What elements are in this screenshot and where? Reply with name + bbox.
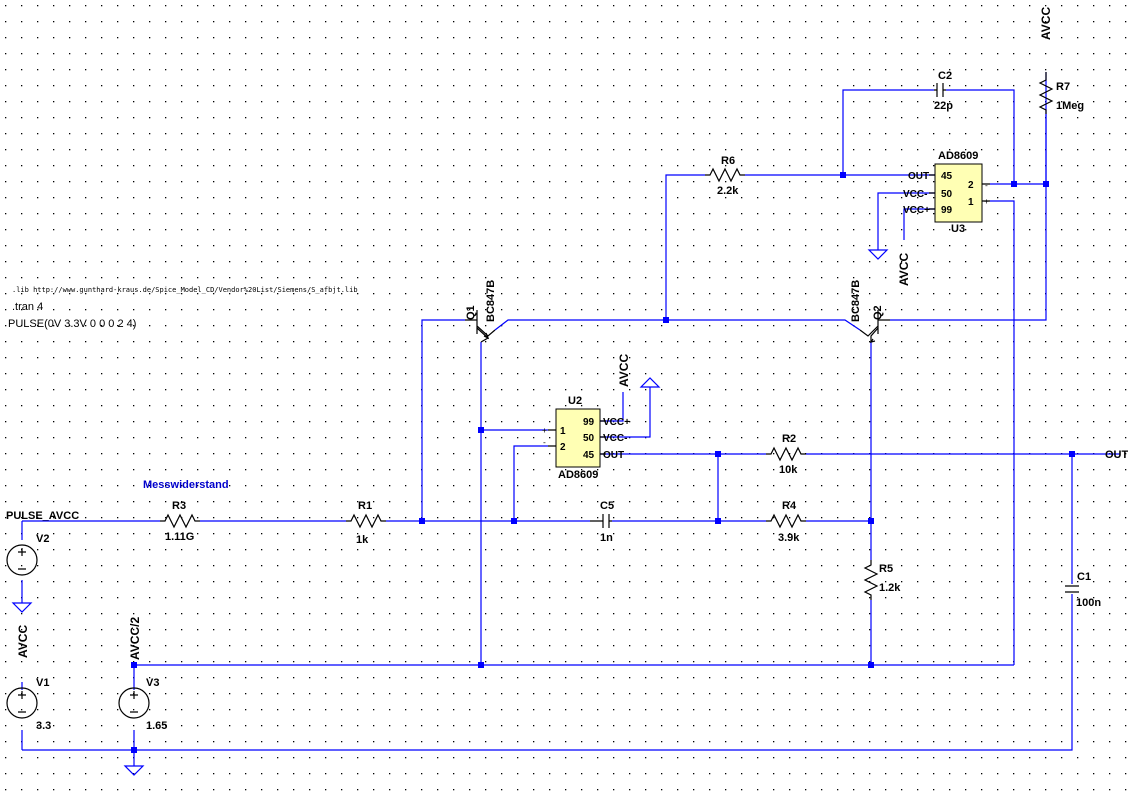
capacitor-c5[interactable]: C5 1n <box>590 500 614 544</box>
lib-directive: .lib http://www.gunthard-kraus.de/Spice_… <box>12 286 358 294</box>
opamp-u2-pin-1: 1 <box>560 426 566 437</box>
opamp-u2-pin-99: 99 <box>583 417 595 428</box>
resistor-r5-ref: R5 <box>879 563 893 575</box>
voltage-source-v1-ref: V1 <box>36 677 49 689</box>
transistor-q2[interactable]: BC847B Q2 <box>850 280 890 343</box>
resistor-r6-ref: R6 <box>721 155 735 167</box>
net-label-avcc-u2: AVCC <box>617 354 631 387</box>
junction-dots <box>131 172 1075 753</box>
transistor-q2-ref: Q2 <box>872 305 884 320</box>
opamp-u3-pin-1: 1 <box>968 197 974 208</box>
opamp-u3-port-vccp: VCC+ <box>903 205 930 216</box>
opamp-u2-pin-2: 2 <box>560 442 566 453</box>
resistor-r4-value: 3.9k <box>778 532 800 544</box>
opamp-u2[interactable]: U2 AD8609 1 2 99 50 45 VCC+ VCC- OUT + - <box>542 395 630 481</box>
transistor-q1-model: BC847B <box>485 280 497 322</box>
ground-symbol-u2 <box>639 377 661 388</box>
voltage-source-v3-ref: V3 <box>146 677 159 689</box>
opamp-u3-minus-mark: - <box>984 181 989 190</box>
capacitor-c5-value: 1n <box>600 532 613 544</box>
resistor-r6-value: 2.2k <box>717 185 739 197</box>
capacitor-c2-value: 22p <box>934 100 953 112</box>
voltage-source-v3-value: 1.65 <box>146 720 167 732</box>
opamp-u2-port-vccm: VCC- <box>603 433 627 444</box>
net-label-out: OUT <box>1105 449 1128 461</box>
opamp-u3[interactable]: AD8609 U3 45 50 99 2 1 OUT VCC- VCC+ - + <box>903 150 990 235</box>
transistor-q2-model: BC847B <box>850 280 862 322</box>
pulse-directive: PULSE(0V 3.3V 0 0 0 2 4) <box>8 318 136 330</box>
voltage-source-v2-ref: V2 <box>36 533 49 545</box>
resistor-r7[interactable]: R7 1Meg <box>1038 72 1084 114</box>
opamp-u2-port-out: OUT <box>603 450 624 461</box>
capacitor-c1[interactable]: C1 100n <box>1065 571 1101 609</box>
comment-messwiderstand: Messwiderstand <box>143 479 229 491</box>
opamp-u3-pin-2: 2 <box>968 180 974 191</box>
resistor-r2-ref: R2 <box>782 433 796 445</box>
transistor-q1[interactable]: Q1 BC847B <box>465 280 497 343</box>
resistor-r1[interactable]: R1 1k <box>346 500 386 546</box>
resistor-r4[interactable]: R4 3.9k <box>766 500 806 544</box>
net-label-avcc-half: AVCC/2 <box>128 617 142 660</box>
ground-symbol-u3 <box>867 249 889 260</box>
opamp-u2-model: AD8609 <box>558 469 598 481</box>
voltage-source-v2[interactable]: V2 <box>6 533 49 576</box>
resistor-r5-value: 1.2k <box>879 582 901 594</box>
capacitor-c2[interactable]: C2 22p <box>934 70 953 112</box>
voltage-source-v1-value: 3.3 <box>36 720 51 732</box>
resistor-r6[interactable]: R6 2.2k <box>705 155 745 197</box>
opamp-u3-pin-50: 50 <box>941 189 953 200</box>
resistor-r2-value: 10k <box>779 464 798 476</box>
resistor-r1-ref: R1 <box>358 500 372 512</box>
net-label-avcc-top: AVCC <box>1039 7 1053 40</box>
resistor-r1-value: 1k <box>356 534 369 546</box>
opamp-u2-ref: U2 <box>568 395 582 407</box>
net-label-avcc-v1: AVCC <box>16 625 30 658</box>
transistor-q1-ref: Q1 <box>465 305 477 320</box>
opamp-u3-ref: U3 <box>951 223 965 235</box>
net-label-pulse-avcc: PULSE_AVCC <box>6 510 79 522</box>
opamp-u3-port-vccm: VCC- <box>903 189 927 200</box>
capacitor-c1-ref: C1 <box>1077 571 1091 583</box>
opamp-u2-pin-50: 50 <box>583 433 595 444</box>
ground-symbol-main <box>123 765 145 776</box>
resistor-r5[interactable]: R5 1.2k <box>863 560 901 600</box>
resistor-r3-ref: R3 <box>172 500 186 512</box>
opamp-u3-plus-mark: + <box>984 197 989 206</box>
capacitor-c1-value: 100n <box>1076 597 1101 609</box>
net-label-avcc-u3: AVCC <box>897 253 911 286</box>
opamp-u3-port-out: OUT <box>908 171 929 182</box>
ground-symbol-v2 <box>11 602 33 613</box>
resistor-r7-ref: R7 <box>1056 81 1070 93</box>
resistor-r7-value: 1Meg <box>1056 100 1084 112</box>
capacitor-c2-ref: C2 <box>938 70 952 82</box>
tran-directive: .tran 4 <box>12 301 43 313</box>
opamp-u3-pin-99: 99 <box>941 205 953 216</box>
voltage-source-v3[interactable]: V3 1.65 <box>118 677 167 732</box>
opamp-u2-minus-mark: - <box>542 438 547 447</box>
resistor-r4-ref: R4 <box>782 500 797 512</box>
opamp-u3-model: AD8609 <box>938 150 978 162</box>
resistor-r3-value: 1.11G <box>165 531 194 543</box>
resistor-r2[interactable]: R2 10k <box>766 433 806 476</box>
opamp-u2-plus-mark: + <box>542 426 547 435</box>
opamp-u3-pin-45: 45 <box>941 171 953 182</box>
opamp-u2-pin-45: 45 <box>583 450 595 461</box>
resistor-r3[interactable]: R3 1.11G <box>160 500 200 543</box>
voltage-source-v1[interactable]: V1 3.3 <box>6 677 51 732</box>
capacitor-c5-ref: C5 <box>600 500 614 512</box>
opamp-u2-port-vccp: VCC+ <box>603 417 630 428</box>
